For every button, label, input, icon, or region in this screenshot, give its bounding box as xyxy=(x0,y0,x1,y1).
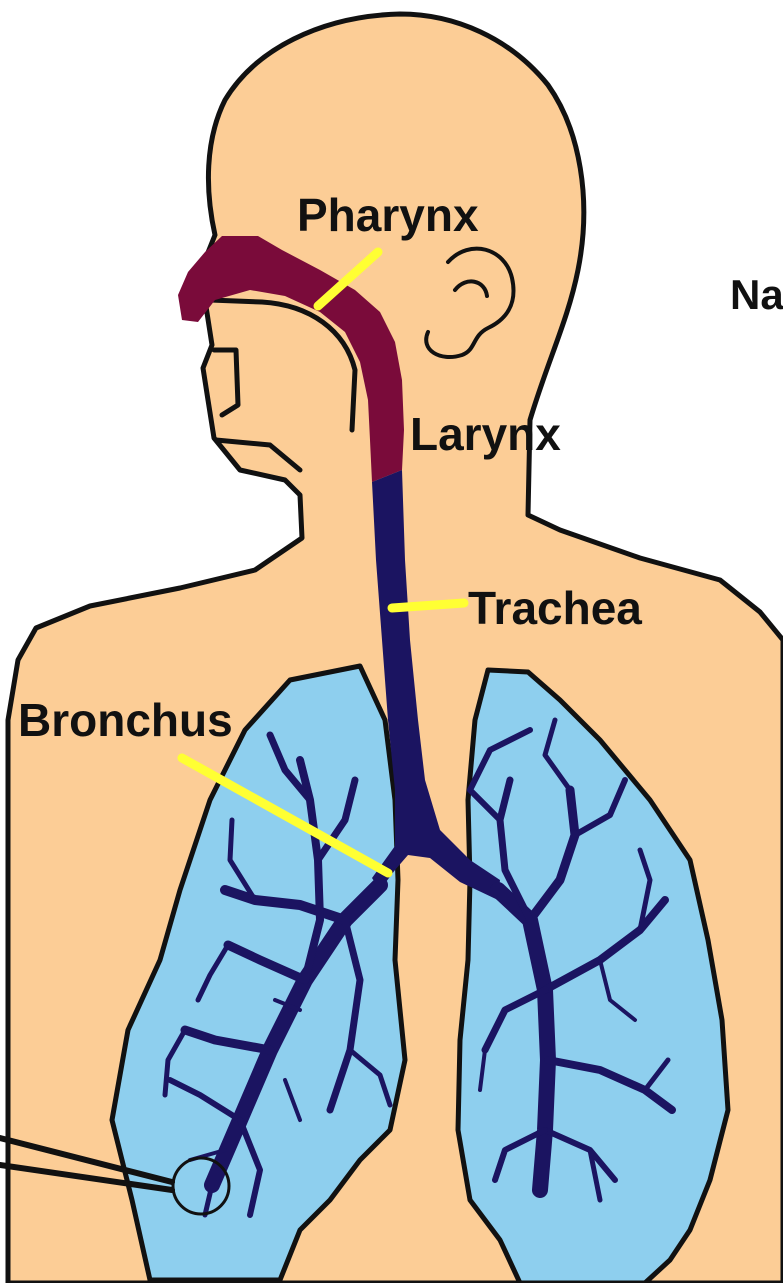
label-nasal-cavity-cut: Na xyxy=(730,271,783,318)
label-pharynx: Pharynx xyxy=(297,189,479,241)
label-bronchus: Bronchus xyxy=(18,694,233,746)
label-larynx: Larynx xyxy=(410,408,561,460)
trachea-pointer xyxy=(392,603,464,608)
label-trachea: Trachea xyxy=(468,582,642,634)
